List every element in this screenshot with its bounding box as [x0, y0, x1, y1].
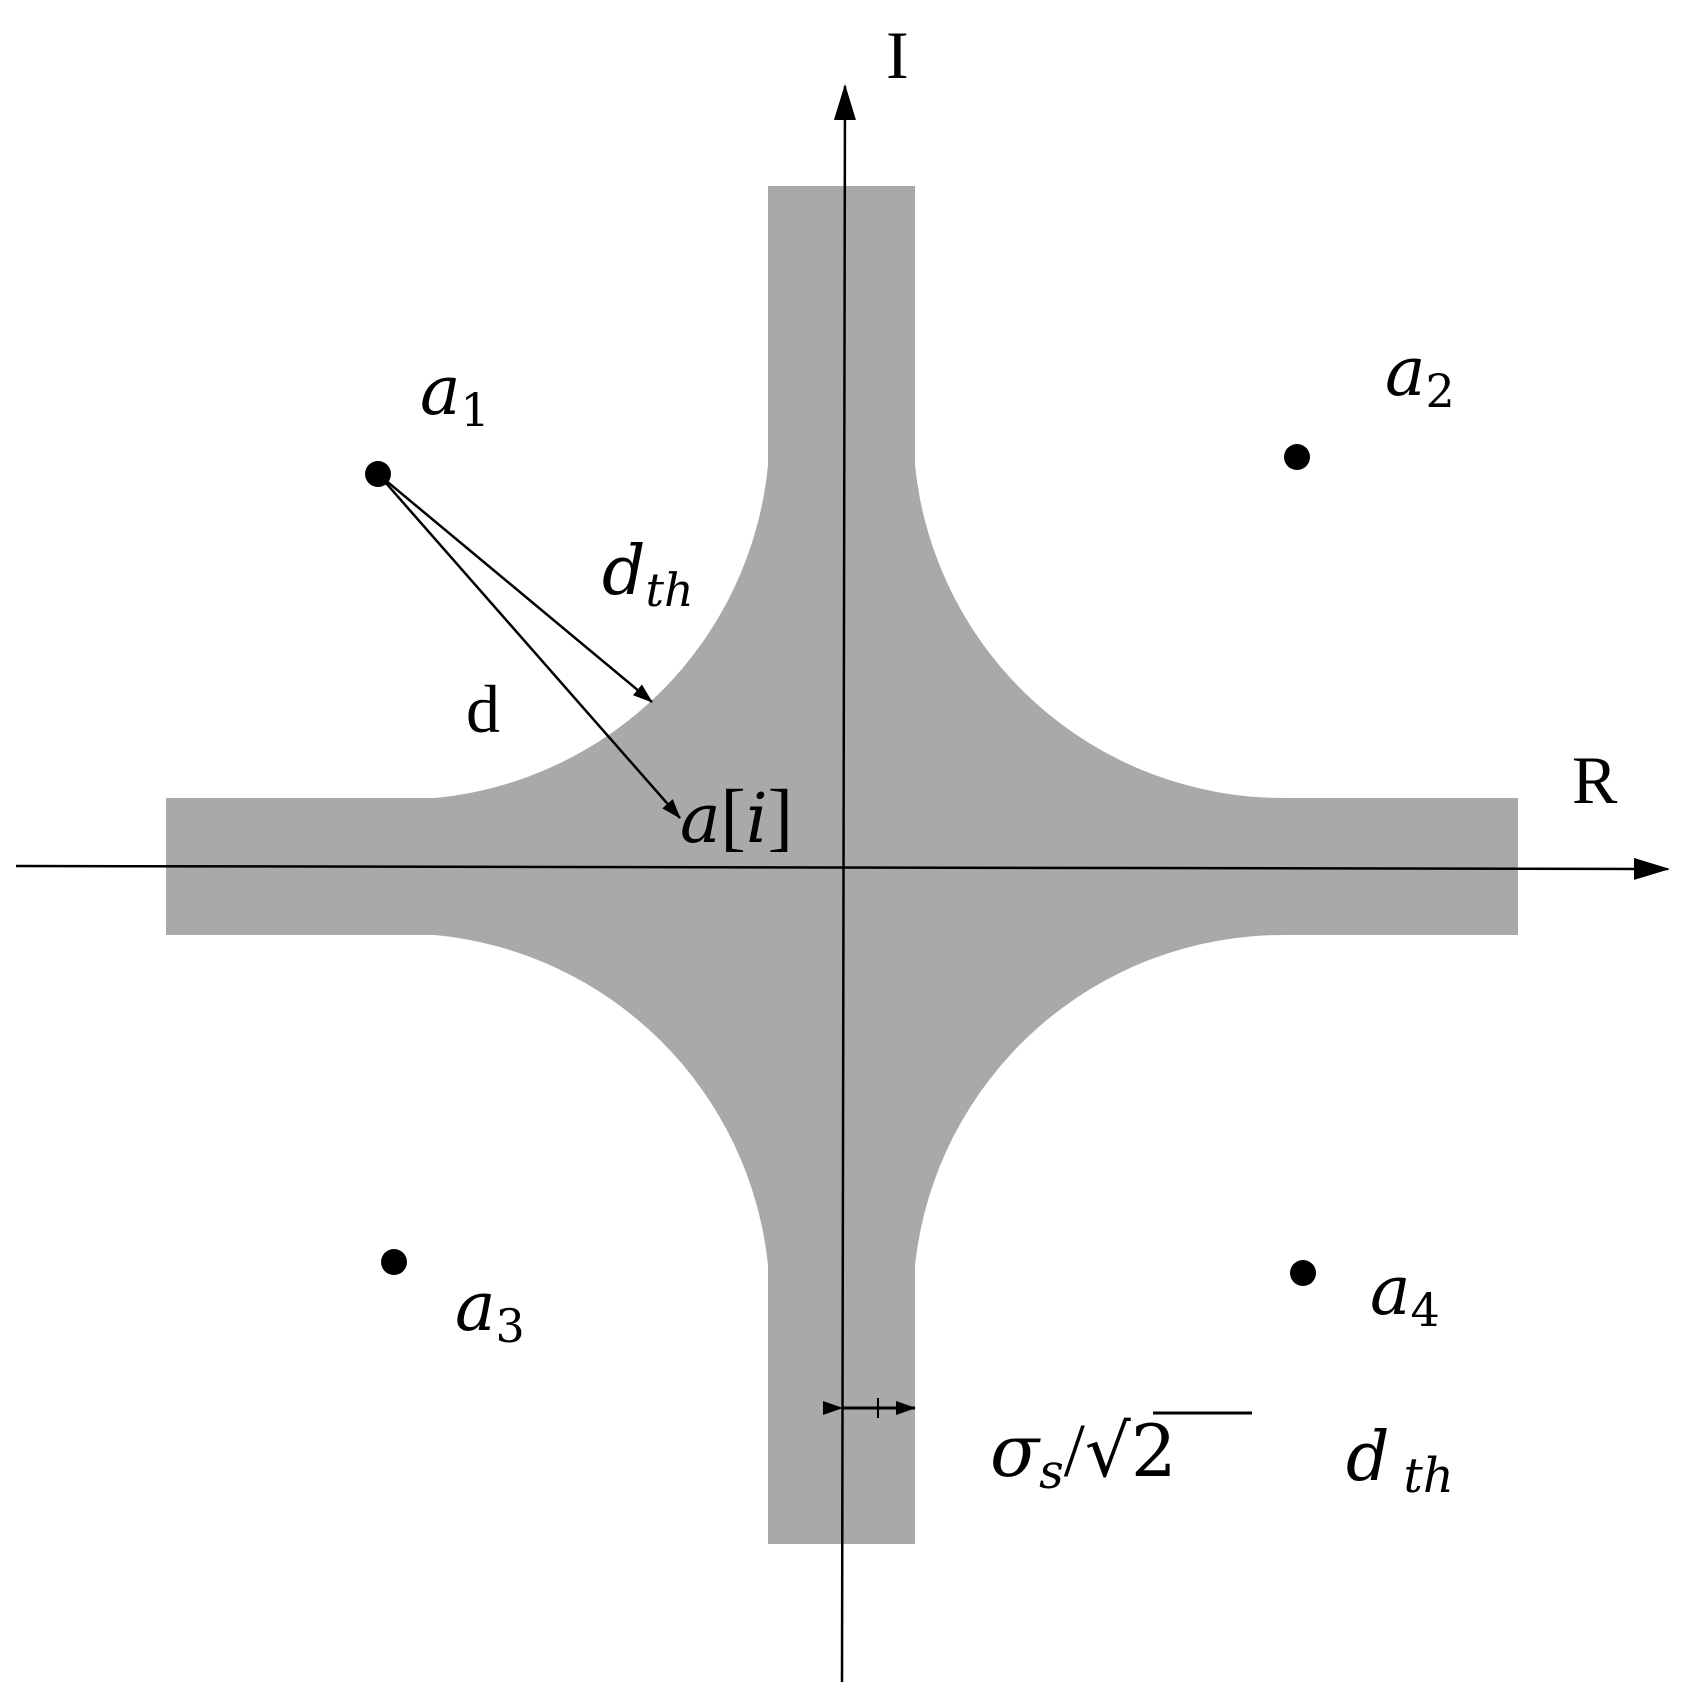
real-axis	[15, 857, 1670, 880]
d-arrow	[377, 473, 681, 819]
constellation-point-a2	[1284, 444, 1310, 470]
gray-decision-region	[166, 186, 1518, 1544]
label-a4: a4	[1370, 1252, 1440, 1337]
label-received-symbol: a[i]	[680, 775, 793, 859]
label-a1: a1	[420, 352, 490, 437]
constellation-point-a4	[1290, 1260, 1316, 1286]
imaginary-axis-label: I	[886, 17, 909, 93]
real-axis-label: R	[1572, 742, 1618, 818]
constellation-point-a3	[381, 1249, 407, 1275]
d-th-arrow	[377, 473, 653, 703]
label-a2: a2	[1385, 333, 1455, 418]
imaginary-axis	[833, 84, 856, 1683]
label-d: d	[466, 671, 500, 747]
label-d-th: dth	[602, 532, 694, 617]
label-a3: a3	[455, 1268, 525, 1353]
label-width: σs/√2	[990, 1409, 1177, 1500]
